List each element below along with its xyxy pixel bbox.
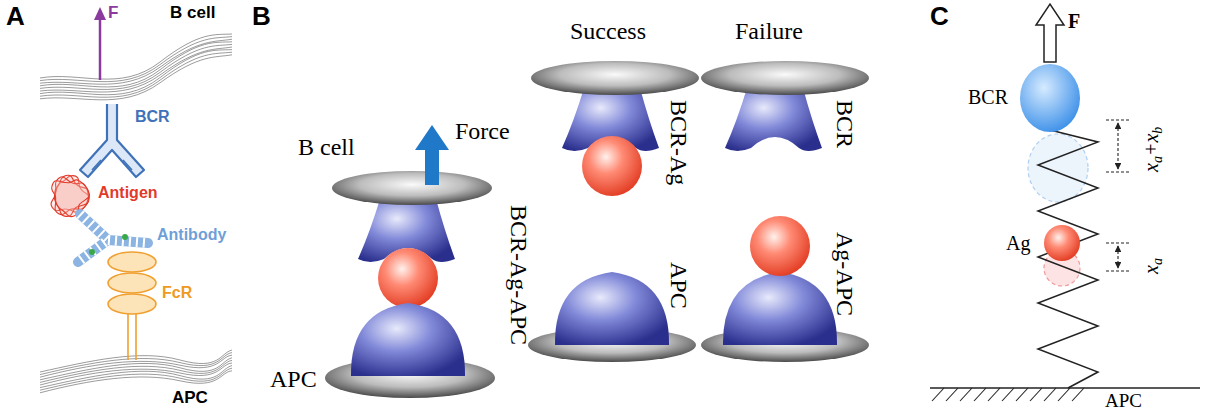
force-label: F: [1068, 10, 1080, 32]
cell-sketch: [40, 34, 232, 393]
spring-model: [1038, 130, 1098, 388]
ground-hatch: [974, 388, 986, 401]
force-arrow: [94, 7, 106, 80]
displacement-bracket: [1106, 171, 1130, 172]
ground-hatch: [1044, 388, 1056, 401]
membrane-sketch: [40, 366, 232, 388]
success-outcome: [528, 61, 699, 362]
spring-model: [930, 4, 1200, 401]
ground-hatch: [932, 388, 944, 401]
force-arrow: [99, 18, 102, 80]
outcome-heading: Failure: [735, 18, 803, 44]
ground-hatch: [988, 388, 1000, 401]
cell-label: B cell: [170, 4, 215, 23]
receptor-label: FcR: [162, 284, 192, 302]
complex-label: Ag-APC: [832, 232, 858, 316]
displacement-bracket: [1106, 242, 1130, 243]
cell-label: APC: [1105, 391, 1142, 412]
spring-model: [1028, 134, 1088, 202]
panel-letter: B: [252, 2, 271, 31]
antibody-symbol: [122, 234, 128, 240]
membrane-sketch: [40, 39, 232, 84]
fcr-symbol: [127, 312, 129, 360]
displacement-label: xa+xb: [1140, 127, 1162, 172]
label-glyph: x: [1140, 134, 1162, 143]
displacement-bracket: [1117, 246, 1118, 268]
displacement-bracket: [1106, 119, 1130, 120]
displacement-bracket: [1117, 123, 1118, 169]
membrane-sketch: [40, 44, 232, 89]
cell-label: B cell: [298, 134, 355, 160]
membrane-sketch: [40, 368, 232, 390]
label-glyph: a: [1150, 156, 1165, 163]
cell-label: APC: [270, 366, 317, 392]
force-label: Force: [455, 118, 510, 144]
ground-hatch: [1072, 388, 1084, 401]
ground-hatch: [960, 388, 972, 401]
complex-label: BCR-Ag: [666, 100, 692, 185]
antigen-label: Antigen: [98, 184, 158, 202]
bcr-ag-apc-complex: [378, 248, 438, 308]
membrane-sketch: [40, 55, 232, 100]
spring-model: [932, 388, 1084, 401]
displacement-bracket: [1106, 270, 1130, 271]
bcr-ag-apc-complex: [415, 125, 449, 185]
membrane-sketch: [40, 358, 232, 380]
bcr-ag-apc-complex: [332, 171, 492, 205]
label-glyph: x: [1140, 163, 1162, 172]
label-glyph: x: [1140, 265, 1162, 274]
panel-letter: C: [930, 2, 949, 31]
cell-label: APC: [172, 389, 208, 408]
fcr-symbol: [108, 273, 156, 293]
failure-outcome: [701, 61, 869, 362]
bcr-symbol: [80, 104, 144, 177]
receptor-label: BCR: [968, 86, 1008, 108]
ground-hatch: [946, 388, 958, 401]
membrane-sketch: [40, 52, 232, 97]
success-outcome: [531, 61, 699, 95]
failure-outcome: [701, 61, 869, 95]
antigen-label: Ag: [1006, 232, 1030, 254]
cell-label: APC: [666, 262, 692, 309]
antibody-label: Antibody: [157, 226, 226, 244]
bcr-symbol: [92, 160, 132, 170]
membrane-sketch: [40, 47, 232, 92]
bcr-ag-apc-complex: [325, 125, 495, 398]
antibody-symbol: [89, 249, 95, 255]
failure-outcome: [723, 272, 837, 345]
spring-model: [1044, 225, 1080, 261]
force-label: F: [108, 4, 118, 23]
ground-hatch: [1016, 388, 1028, 401]
fcr-symbol: [108, 252, 156, 272]
bcr-symbol: [80, 104, 144, 177]
ground-hatch: [1058, 388, 1070, 401]
complex-label: BCR-Ag-APC: [506, 205, 532, 345]
displacement-bracket: [1106, 120, 1130, 271]
spring-model: [1036, 4, 1064, 62]
fcr-symbol: [135, 312, 137, 360]
label-glyph: a: [1150, 258, 1165, 265]
ground-hatch: [1030, 388, 1042, 401]
displacement-label: xa: [1140, 258, 1162, 274]
force-arrow: [94, 7, 106, 20]
receptor-label: BCR: [135, 108, 170, 126]
fcr-symbol: [108, 294, 156, 314]
bcr-ag-apc-complex: [351, 303, 465, 376]
spring-model: [930, 387, 1200, 389]
success-outcome: [582, 136, 642, 196]
label-glyph: +: [1140, 143, 1162, 157]
failure-outcome: [750, 216, 810, 276]
outcome-heading: Success: [570, 18, 646, 44]
receptor-label: BCR: [832, 100, 858, 148]
label-glyph: b: [1150, 127, 1165, 134]
ground-hatch: [1002, 388, 1014, 401]
fcr-symbol: [108, 252, 156, 360]
success-outcome: [555, 272, 669, 345]
panel-letter: A: [6, 2, 25, 31]
spring-model: [1020, 64, 1080, 132]
